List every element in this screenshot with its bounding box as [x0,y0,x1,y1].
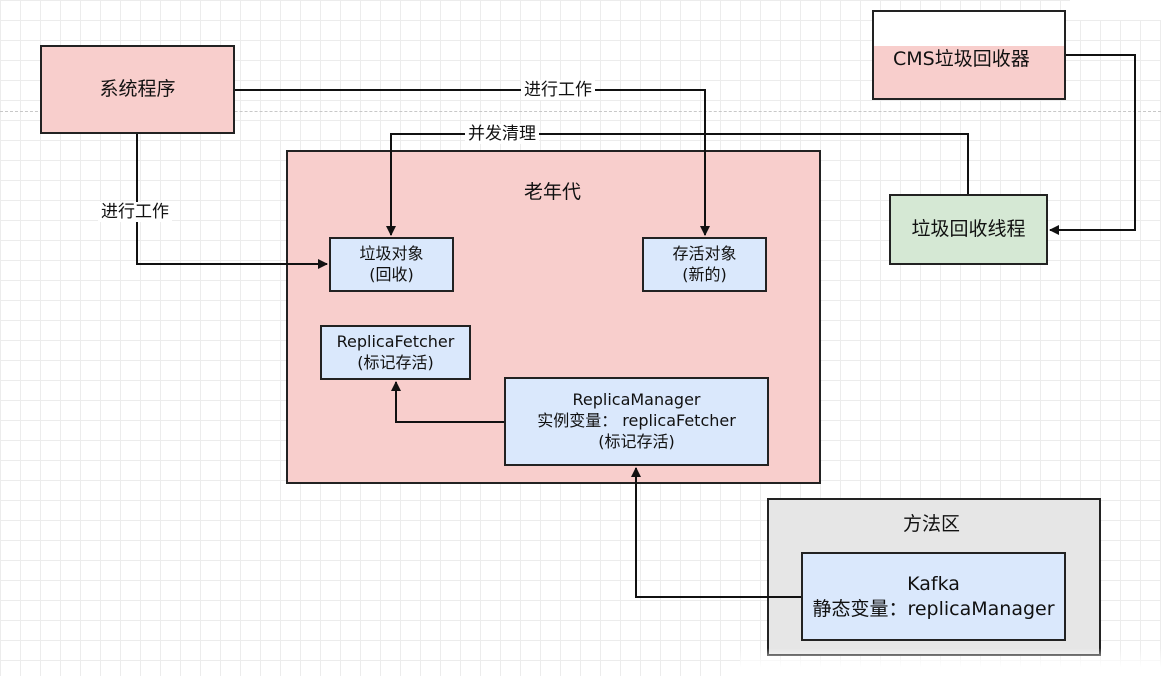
garbage-object-note: (回收) [369,264,414,284]
garbage-object-label: 垃圾对象 [359,243,424,263]
replica-manager-field: 实例变量： replicaFetcher [537,411,736,431]
cropped-footer [740,648,1161,676]
edge-label-concurrent-clean: 并发清理 [465,124,539,145]
replica-fetcher-label: ReplicaFetcher [336,331,455,351]
system-program-label: 系统程序 [99,78,176,101]
garbage-object-box[interactable]: 垃圾对象 (回收) [329,237,454,292]
system-program-box[interactable]: 系统程序 [40,45,235,134]
method-area-title: 方法区 [903,513,961,535]
replica-fetcher-box[interactable]: ReplicaFetcher (标记存活) [320,325,471,380]
replica-manager-note: (标记存活) [598,431,675,451]
gc-thread-label: 垃圾回收线程 [911,218,1026,241]
cms-collector-fill [874,46,1064,98]
old-generation-title: 老年代 [524,181,582,203]
replica-manager-label: ReplicaManager [572,390,701,410]
kafka-box[interactable]: Kafka 静态变量：replicaManager [801,552,1066,641]
replica-fetcher-note: (标记存活) [357,352,434,372]
live-object-note: (新的) [682,264,727,284]
kafka-field: 静态变量：replicaManager [812,597,1055,620]
live-object-box[interactable]: 存活对象 (新的) [642,237,767,292]
edge-label-work-top: 进行工作 [521,80,595,101]
replica-manager-box[interactable]: ReplicaManager 实例变量： replicaFetcher (标记存… [504,377,769,466]
gc-thread-box[interactable]: 垃圾回收线程 [889,194,1048,265]
cropped-area [1070,0,1161,20]
edge-label-work-left: 进行工作 [98,202,172,223]
live-object-label: 存活对象 [672,243,737,263]
kafka-label: Kafka [907,572,960,595]
cms-collector-label: CMS垃圾回收器 [893,48,1030,70]
